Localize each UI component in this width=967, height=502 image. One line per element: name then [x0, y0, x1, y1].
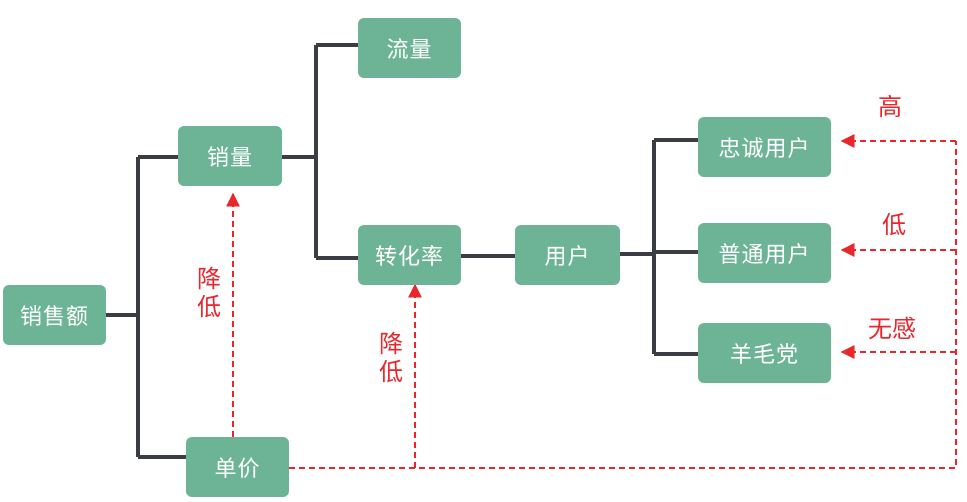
effect-line-price-right	[289, 141, 957, 469]
connector-users-branch	[620, 138, 698, 356]
node-users: 用户	[515, 225, 620, 285]
node-loyal-users: 忠诚用户	[698, 117, 831, 177]
node-conversion: 转化率	[358, 225, 461, 285]
annotation-regular-effect: 低	[882, 211, 906, 239]
node-bargain-hunters: 羊毛党	[698, 323, 831, 383]
annotation-reduce-sales: 降低	[197, 265, 221, 321]
annotation-loyal-effect: 高	[878, 93, 902, 121]
connector-sales-volume-branch	[282, 43, 358, 260]
connector-sales-amount-branch	[106, 155, 186, 459]
node-sales-volume: 销量	[178, 126, 282, 186]
node-traffic: 流量	[358, 18, 461, 78]
node-sales-amount: 销售额	[3, 285, 106, 345]
annotation-bargain-effect: 无感	[868, 315, 916, 343]
node-unit-price: 单价	[186, 437, 289, 497]
node-regular-users: 普通用户	[698, 223, 831, 283]
annotation-reduce-conversion: 降低	[379, 330, 403, 386]
